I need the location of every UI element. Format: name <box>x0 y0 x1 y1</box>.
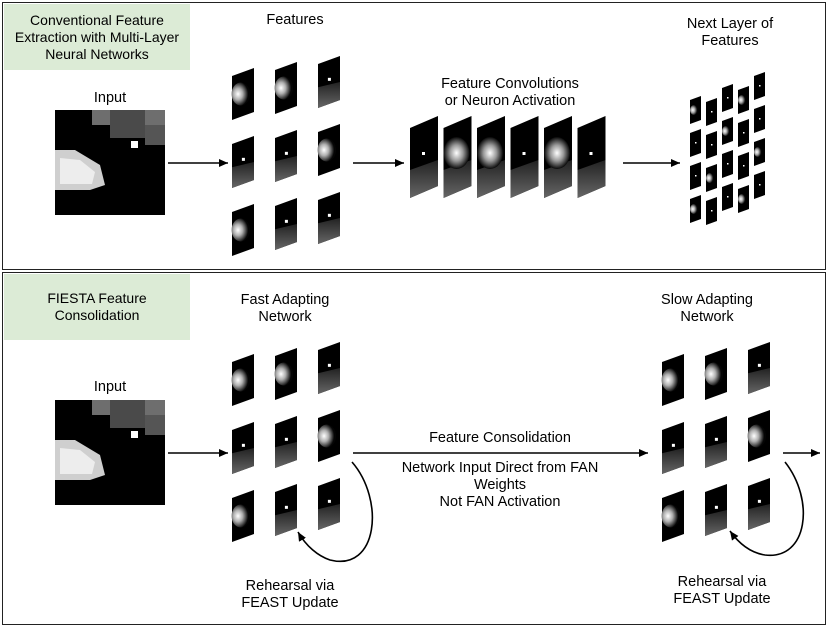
fan-feature-tile <box>231 490 254 542</box>
feature-grid-top <box>231 56 340 256</box>
feature-tile <box>317 124 340 176</box>
feature-tile <box>275 198 297 250</box>
fan-feature-grid <box>231 342 340 542</box>
rehearsal-right-label: Rehearsal via FEAST Update <box>673 574 771 607</box>
next-layer-tile <box>690 96 701 124</box>
next-layer-features <box>690 72 765 225</box>
rehearsal-loop-right <box>729 461 805 556</box>
next-layer-tile <box>722 150 733 178</box>
fan-feature-tile <box>274 348 297 400</box>
san-feature-tile <box>705 416 727 468</box>
convolution-tile <box>410 116 438 198</box>
convolution-tile <box>577 116 606 198</box>
next-layer-tile <box>738 119 749 147</box>
fan-label: Fast Adapting Network <box>240 292 330 325</box>
san-feature-tile <box>704 348 727 400</box>
next-layer-tile <box>722 117 733 145</box>
direct-label: Network Input Direct from FAN Weights No… <box>401 460 599 510</box>
top-panel-tag: Conventional Feature Extraction with Mul… <box>4 4 190 70</box>
san-feature-tile <box>661 354 684 406</box>
feature-tile <box>231 68 254 120</box>
fan-feature-tile <box>318 478 340 530</box>
next-layer-tile <box>754 105 765 133</box>
feature-tile <box>275 130 297 182</box>
san-feature-tile <box>748 342 770 394</box>
next-layer-tile <box>738 152 749 180</box>
next-layer-tile <box>706 197 717 225</box>
bottom-input-label: Input <box>93 379 127 395</box>
feature-tile <box>318 192 340 244</box>
feature-tile <box>318 56 340 108</box>
next-layer-tile <box>690 129 701 157</box>
convolution-tile <box>443 116 472 198</box>
san-feature-tile <box>661 490 684 542</box>
convolutions-label: Feature Convolutions or Neuron Activatio… <box>441 76 579 109</box>
convolution-tile <box>477 116 505 198</box>
convolution-tile <box>544 116 572 198</box>
next-layer-tile <box>722 183 733 211</box>
feature-tile <box>231 204 254 256</box>
next-layer-tile <box>690 195 701 223</box>
consolidation-label: Feature Consolidation <box>429 430 571 446</box>
feature-tile <box>274 62 297 114</box>
next-layer-tile <box>754 171 765 199</box>
fan-feature-tile <box>231 354 254 406</box>
san-feature-grid <box>661 342 770 542</box>
next-layer-tile <box>706 98 717 126</box>
san-feature-tile <box>747 410 770 462</box>
next-layer-tile <box>738 185 749 213</box>
san-feature-tile <box>662 422 684 474</box>
san-label: Slow Adapting Network <box>661 292 753 325</box>
fan-feature-tile <box>232 422 254 474</box>
feature-tile <box>232 136 254 188</box>
convolution-tile <box>510 116 539 198</box>
next-layer-label: Next Layer of Features <box>686 16 774 49</box>
rehearsal-left-label: Rehearsal via FEAST Update <box>241 578 339 611</box>
san-feature-tile <box>705 484 727 536</box>
next-layer-tile <box>690 162 701 190</box>
top-input-label: Input <box>93 90 127 106</box>
san-feature-tile <box>748 478 770 530</box>
convolution-stack <box>410 116 606 198</box>
features-label: Features <box>266 12 324 28</box>
fan-feature-tile <box>275 416 297 468</box>
fan-feature-tile <box>317 410 340 462</box>
bottom-input-image <box>55 400 165 505</box>
fan-feature-tile <box>275 484 297 536</box>
next-layer-tile <box>738 86 749 114</box>
next-layer-tile <box>754 72 765 100</box>
next-layer-tile <box>706 131 717 159</box>
next-layer-tile <box>754 138 765 166</box>
next-layer-tile <box>722 84 733 112</box>
next-layer-tile <box>706 164 717 192</box>
top-input-image <box>55 110 165 215</box>
bottom-panel-tag: FIESTA Feature Consolidation <box>4 274 190 340</box>
rehearsal-loop-left <box>297 461 374 563</box>
fan-feature-tile <box>318 342 340 394</box>
